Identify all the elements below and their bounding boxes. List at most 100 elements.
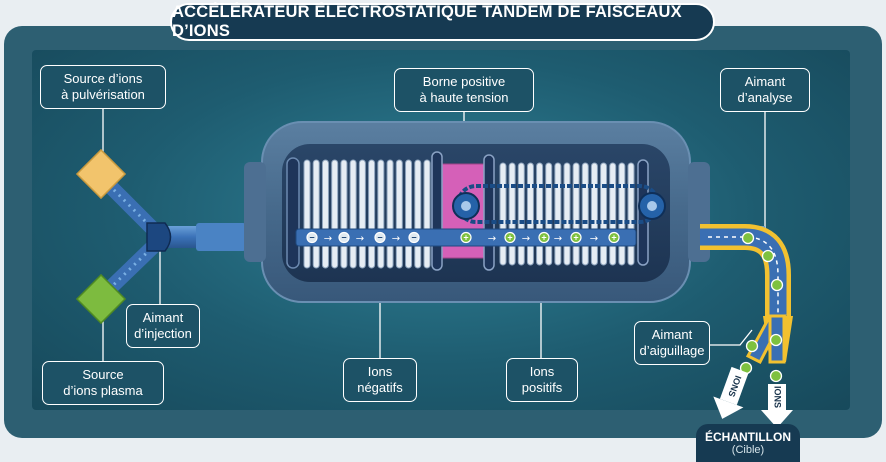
plasma-ion-source: [75, 273, 127, 325]
accelerating-ring: [340, 159, 348, 269]
switching-magnet: [739, 314, 793, 383]
target-sample-label: ÉCHANTILLON (Cible): [696, 424, 800, 462]
accelerating-ring: [349, 159, 357, 269]
accelerating-ring: [609, 162, 617, 266]
label-plasma-source: Source d’ions plasma: [42, 361, 164, 405]
accelerating-ring: [508, 162, 516, 266]
accelerating-ring: [627, 162, 635, 266]
accelerating-ring: [618, 162, 626, 266]
output-arrow-left: IONS: [713, 366, 749, 419]
label-analysis-magnet: Aimant d’analyse: [720, 68, 810, 112]
accelerating-ring: [321, 159, 329, 269]
down-arrow-icon: IONS: [773, 386, 783, 408]
accelerating-ring: [572, 162, 580, 266]
label-line: Ions: [529, 364, 555, 379]
plus-circle-icon: [769, 369, 783, 383]
accelerating-ring: [414, 159, 422, 269]
label-positive-terminal: Borne positive à haute tension: [394, 68, 534, 112]
right-arrow-icon: →: [392, 234, 400, 245]
accelerating-ring: [368, 159, 376, 269]
label-switching-magnet: Aimant d’aiguillage: [634, 321, 710, 365]
label-line: Aimant: [651, 327, 693, 342]
plus-circle-icon: [460, 231, 472, 244]
right-arrow-icon: →: [554, 234, 562, 245]
minus-circle-icon: [374, 231, 386, 244]
ion-sign: +: [541, 233, 546, 243]
accelerating-ring: [563, 162, 571, 266]
positive-ion-stream: +→+→+→+→+: [460, 231, 620, 245]
minus-circle-icon: [338, 231, 350, 244]
accelerating-ring: [395, 159, 403, 269]
accelerating-ring: [517, 162, 525, 266]
ring-end-cap-terminal-right: [483, 154, 495, 271]
accelerating-ring: [499, 162, 507, 266]
analysis-magnet-bend: [700, 224, 791, 320]
target-subtitle: (Cible): [731, 444, 765, 456]
charging-chain: [452, 184, 666, 224]
accelerating-ring: [600, 162, 608, 266]
label-line: Source d’ions: [63, 71, 143, 86]
label-sputter-source: Source d’ions à pulvérisation: [40, 65, 166, 109]
sputter-ion-source: [75, 148, 127, 200]
accelerating-ring: [545, 162, 553, 266]
negative-ion-stream: −→−→−→−: [306, 231, 420, 245]
label-line: Borne positive: [422, 74, 506, 89]
output-arrow-right: IONS: [761, 384, 793, 428]
ion-sign: −: [377, 233, 382, 243]
right-arrow-icon: →: [488, 234, 496, 245]
ring-end-cap-terminal-left: [431, 151, 443, 271]
accelerating-ring: [581, 162, 589, 266]
ion-sign: −: [411, 233, 416, 243]
label-line: à pulvérisation: [61, 87, 145, 102]
label-line: d’ions plasma: [63, 383, 143, 398]
right-arrow-icon: →: [324, 234, 332, 245]
minus-circle-icon: [408, 231, 420, 244]
label-line: Aimant: [744, 74, 786, 89]
accelerating-ring: [554, 162, 562, 266]
accelerating-rings-high-energy: [499, 162, 635, 266]
plus-circle-icon: [745, 339, 759, 353]
ion-sign: +: [463, 233, 468, 243]
label-line: d’analyse: [737, 90, 793, 105]
ion-sign: +: [573, 233, 578, 243]
plus-circle-icon: [538, 231, 550, 244]
accelerating-ring: [303, 159, 311, 269]
label-line: Aimant: [142, 310, 184, 325]
label-negative-ions: Ions négatifs: [343, 358, 417, 402]
accelerating-ring: [405, 159, 413, 269]
plus-circle-icon: [769, 333, 783, 347]
accelerating-ring: [358, 159, 366, 269]
label-line: Source: [82, 367, 124, 382]
entrance-flange: [196, 223, 246, 251]
injection-magnet: [146, 222, 172, 252]
plus-circle-icon: [608, 231, 620, 244]
ion-sign: −: [309, 233, 314, 243]
ion-sign: +: [611, 233, 616, 243]
accelerating-ring: [386, 159, 394, 269]
label-line: positifs: [521, 380, 563, 395]
accelerating-ring: [312, 159, 320, 269]
plus-circle-icon: [761, 249, 775, 263]
label-injection-magnet: Aimant d’injection: [126, 304, 200, 348]
target-title: ÉCHANTILLON: [705, 430, 791, 444]
accelerating-ring: [331, 159, 339, 269]
accelerating-ring: [423, 159, 431, 269]
accelerating-ring: [377, 159, 385, 269]
label-line: d’aiguillage: [639, 343, 705, 358]
accelerating-ring: [590, 162, 598, 266]
analysis-magnet-ions: [741, 231, 784, 292]
ring-end-cap-left: [286, 157, 300, 269]
right-arrow-icon: →: [590, 234, 598, 245]
label-positive-ions: Ions positifs: [506, 358, 578, 402]
right-arrow-icon: →: [356, 234, 364, 245]
label-line: à haute tension: [419, 90, 509, 105]
plus-circle-icon: [504, 231, 516, 244]
label-line: négatifs: [357, 380, 403, 395]
label-line: d’injection: [134, 326, 192, 341]
accelerating-ring: [526, 162, 534, 266]
accelerating-ring: [536, 162, 544, 266]
plus-circle-icon: [570, 231, 582, 244]
right-arrow-icon: →: [522, 234, 530, 245]
label-line: Ions: [367, 364, 393, 379]
